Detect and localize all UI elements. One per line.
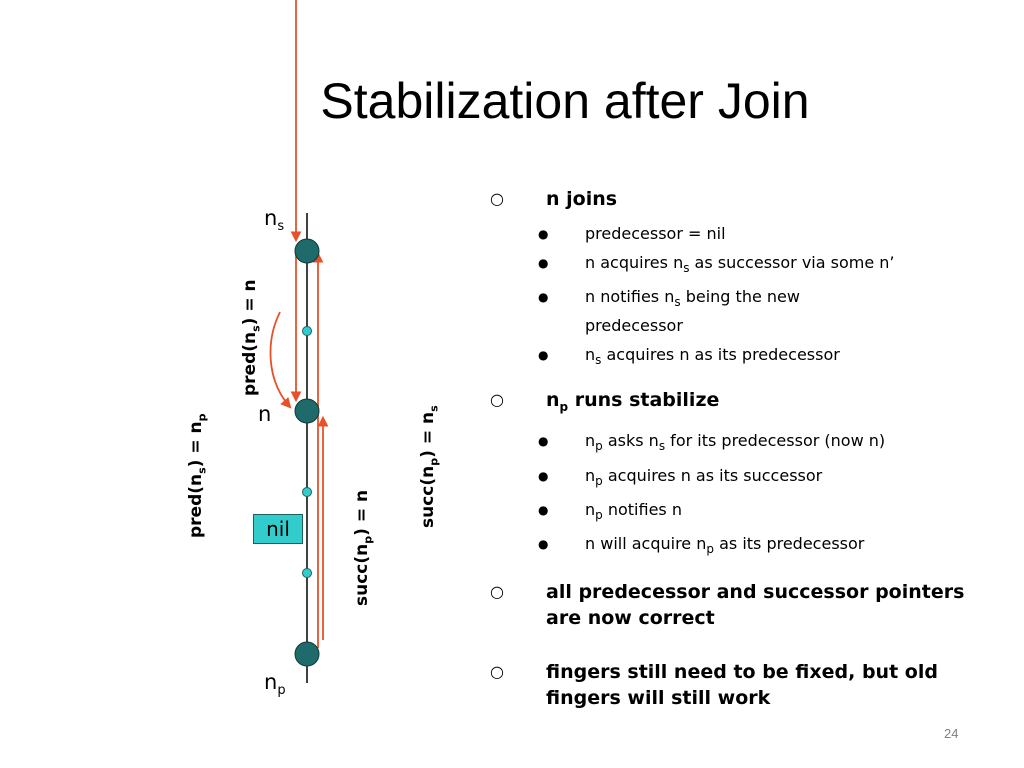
small-node	[302, 326, 312, 336]
dot-marker: ●	[538, 536, 549, 551]
sub-bullet: ● n will acquire np as its predecessor	[538, 532, 998, 561]
bullet-list: ○ n joins ● predecessor = nil ● n acquir…	[488, 186, 998, 711]
dot-marker: ●	[538, 468, 549, 483]
bullet-np-stabilize: ○ np runs stabilize	[488, 387, 998, 420]
dot-marker: ●	[538, 227, 549, 241]
label-n: n	[258, 402, 272, 426]
label-pred-ns-np: pred(ns) = np	[186, 413, 209, 538]
circle-marker: ○	[490, 189, 504, 208]
sub-bullet: ● ns acquires n as its predecessor	[538, 343, 998, 372]
dot-marker: ●	[538, 256, 549, 270]
sub-bullet: ● n notifies ns being the new predecesso…	[538, 285, 998, 338]
bullet-n-joins: ○ n joins	[490, 188, 618, 210]
bullet-pointers-correct: ○ all predecessor and successor pointers…	[490, 581, 965, 630]
label-succ-np-ns: succ(np) = ns	[418, 405, 441, 528]
label-succ-np-n: succ(np) = n	[352, 489, 375, 606]
circle-marker: ○	[490, 582, 504, 602]
sub-bullet: ● np acquires n as its successor	[538, 464, 998, 493]
label-np: np	[264, 670, 286, 699]
slide-title: Stabilization after Join	[320, 73, 810, 129]
dot-marker: ●	[538, 348, 549, 363]
sub-bullet: ● n acquires ns as successor via some n’	[538, 251, 998, 280]
small-node	[302, 568, 312, 578]
label-ns: ns	[264, 206, 285, 235]
dot-marker: ●	[538, 502, 549, 517]
label-pred-ns-n: pred(ns) = n	[240, 279, 263, 396]
small-node	[302, 487, 312, 497]
circle-marker: ○	[490, 662, 504, 682]
page-number: 24	[944, 726, 959, 741]
dot-marker: ●	[538, 290, 549, 305]
sub-bullet: ● np notifies n	[538, 498, 998, 527]
bullet-fingers: ○ fingers still need to be fixed, but ol…	[490, 661, 938, 710]
nil-box: nil	[253, 514, 303, 544]
arrow-pred-curve	[269, 311, 292, 409]
sub-bullet: ● predecessor = nil	[538, 222, 998, 246]
dot-marker: ●	[538, 434, 549, 449]
node-ns	[294, 238, 320, 264]
node-np	[294, 641, 320, 667]
node-n	[294, 398, 320, 424]
sub-bullet: ● np asks ns for its predecessor (now n)	[538, 429, 998, 458]
circle-marker: ○	[490, 389, 504, 409]
